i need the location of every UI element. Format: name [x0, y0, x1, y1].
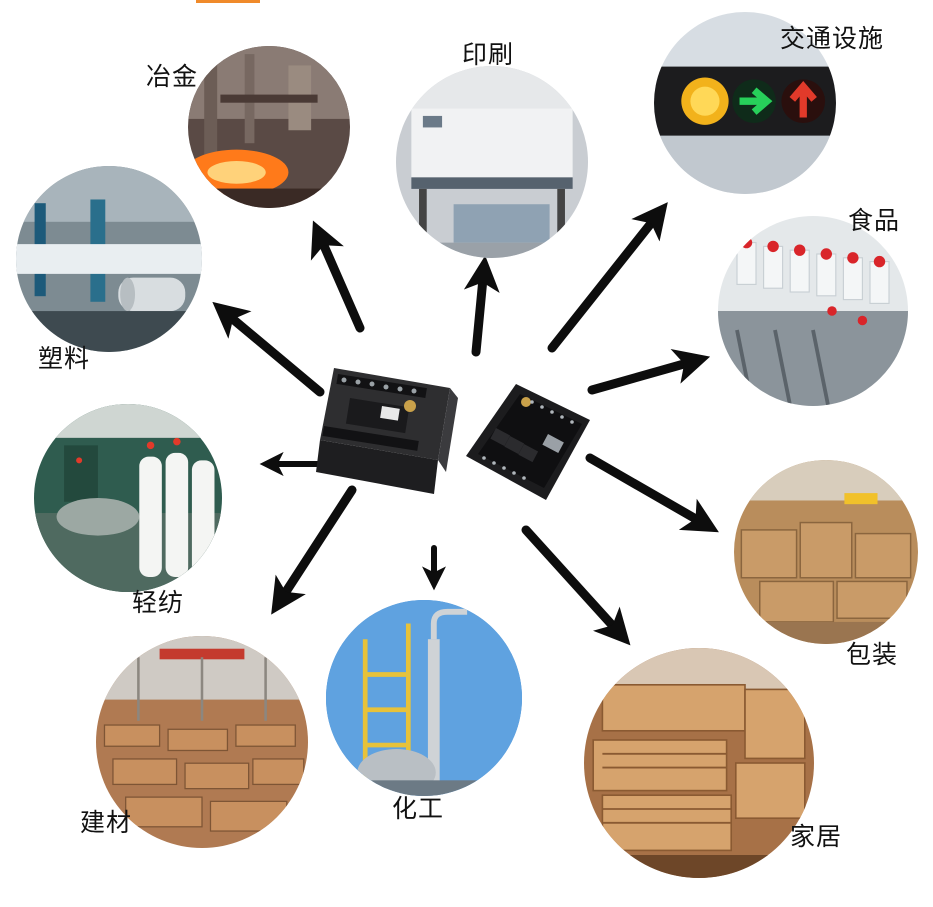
plastics-photo [16, 166, 202, 352]
label-plastics: 塑料 [38, 344, 91, 373]
packaging-photo [734, 460, 918, 644]
arrow-to-food [587, 349, 711, 395]
label-metallurgy: 冶金 [146, 62, 199, 91]
chemical-photo [326, 600, 522, 796]
label-textiles: 轻纺 [132, 588, 185, 617]
arrow-to-metallurgy [310, 220, 365, 333]
food-photo [718, 216, 908, 406]
label-printing: 印刷 [462, 40, 515, 69]
building-materials-photo [96, 636, 308, 848]
traffic-photo [654, 12, 836, 194]
arrow-to-packaging [585, 453, 719, 533]
plc-module-right [466, 384, 590, 500]
textiles-photo [34, 404, 222, 592]
top-accent-bar [196, 0, 260, 3]
furniture-photo [584, 648, 814, 878]
metallurgy-photo [188, 46, 350, 208]
label-furniture: 家居 [790, 822, 843, 851]
arrow-to-building [271, 485, 357, 615]
arrow-to-traffic [547, 202, 668, 353]
arrow-to-printing [463, 255, 500, 357]
arrow-to-furniture [521, 525, 631, 646]
label-packaging: 包装 [846, 640, 899, 669]
label-traffic: 交通设施 [780, 24, 885, 53]
plc-module-left [310, 368, 462, 494]
label-food: 食品 [848, 206, 901, 235]
label-building: 建材 [80, 808, 133, 837]
arrow-to-plastics [212, 301, 325, 397]
printing-photo [396, 66, 588, 258]
label-chemical: 化工 [392, 794, 445, 823]
